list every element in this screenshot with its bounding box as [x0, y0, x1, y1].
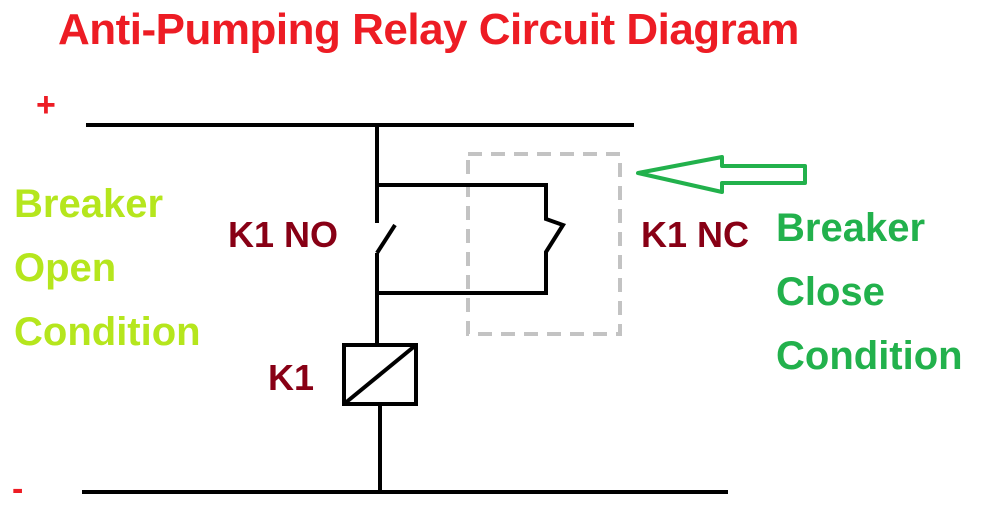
negative-rail-sign: -: [12, 470, 24, 508]
k1-nc-label: K1 NC: [641, 214, 750, 255]
positive-rail-sign: +: [36, 86, 56, 124]
k1-no-contact: [375, 223, 397, 255]
arrow-left-icon: [636, 155, 807, 194]
close-condition-line-2: Close: [776, 270, 885, 314]
k1-no-label: K1 NO: [228, 214, 339, 255]
close-condition-line-1: Breaker: [776, 206, 926, 250]
nc-highlight-box: [466, 152, 622, 336]
k1-coil-diagonal: [342, 343, 418, 406]
open-condition-line-3: Condition: [14, 310, 201, 354]
close-condition-line-3: Condition: [776, 334, 963, 378]
diagram-title: Anti-Pumping Relay Circuit Diagram: [58, 5, 799, 54]
k1-coil-label: K1: [268, 357, 315, 398]
open-condition-line-2: Open: [14, 246, 117, 290]
k1-nc-branch: [377, 183, 567, 295]
open-condition-line-1: Breaker: [14, 182, 164, 226]
